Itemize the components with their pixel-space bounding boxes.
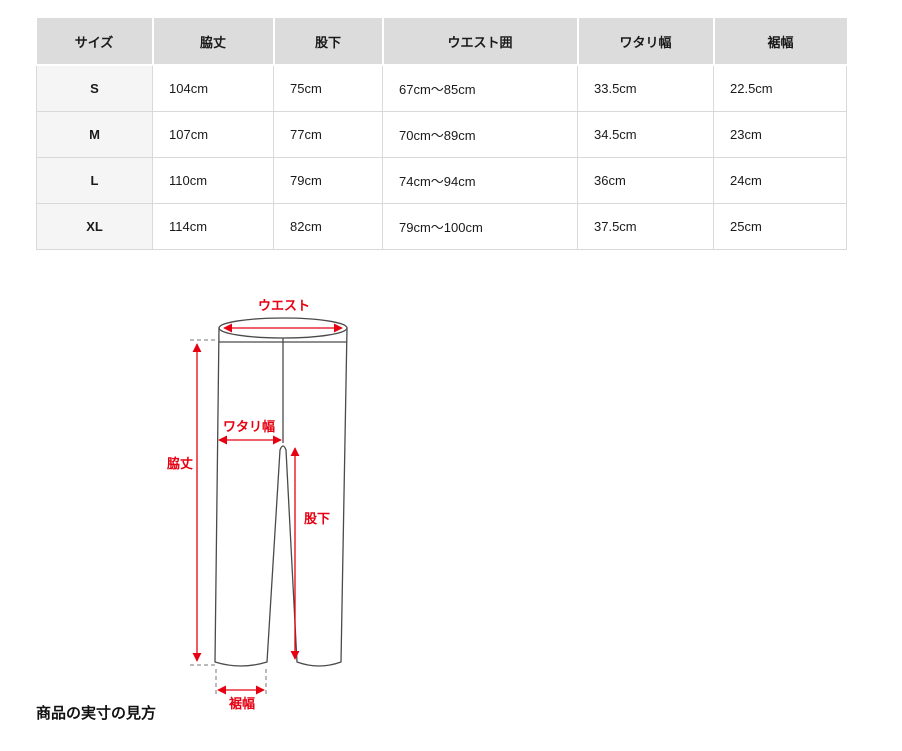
value-cell: 107cm [152,110,274,158]
thigh-width-annotation: ワタリ幅 [218,419,282,445]
header-inseam: 股下 [272,18,383,66]
value-cell: 79cm〜100cm [382,202,578,250]
value-cell: 25cm [713,202,847,250]
value-cell: 37.5cm [577,202,714,250]
inseam-annotation: 股下 [290,447,330,660]
pants-body [214,327,348,667]
table-row-l: L 110cm 79cm 74cm〜94cm 36cm 24cm [36,156,847,204]
value-cell: 33.5cm [577,64,714,112]
size-table: サイズ 脇丈 股下 ウエスト囲 ワタリ幅 裾幅 S 104cm 75cm 67c… [36,18,847,250]
value-cell: 74cm〜94cm [382,156,578,204]
value-cell: 104cm [152,64,274,112]
header-size: サイズ [36,18,153,66]
hem-width-label: 裾幅 [229,696,255,711]
size-label: S [36,64,153,112]
pants-outline [214,317,348,667]
value-cell: 67cm〜85cm [382,64,578,112]
header-waist: ウエスト囲 [381,18,578,66]
waist-annotation: ウエスト [223,298,343,333]
inseam-label: 股下 [304,511,330,526]
size-label: XL [36,202,153,250]
value-cell: 75cm [273,64,383,112]
table-row-xl: XL 114cm 82cm 79cm〜100cm 37.5cm 25cm [36,202,847,250]
header-side-length: 脇丈 [151,18,274,66]
value-cell: 70cm〜89cm [382,110,578,158]
value-cell: 79cm [273,156,383,204]
value-cell: 24cm [713,156,847,204]
value-cell: 114cm [152,202,274,250]
value-cell: 34.5cm [577,110,714,158]
size-label: M [36,110,153,158]
value-cell: 22.5cm [713,64,847,112]
header-thigh-width: ワタリ幅 [576,18,714,66]
header-row: サイズ 脇丈 股下 ウエスト囲 ワタリ幅 裾幅 [36,18,847,66]
thigh-width-label: ワタリ幅 [223,419,275,434]
size-label: L [36,156,153,204]
value-cell: 110cm [152,156,274,204]
value-cell: 77cm [273,110,383,158]
value-cell: 82cm [273,202,383,250]
table-row-s: S 104cm 75cm 67cm〜85cm 33.5cm 22.5cm [36,64,847,112]
side-length-label: 脇丈 [167,456,193,471]
table-row-m: M 107cm 77cm 70cm〜89cm 34.5cm 23cm [36,110,847,158]
value-cell: 23cm [713,110,847,158]
diagram-caption: 商品の実寸の見方 [36,705,157,722]
pants-measurement-diagram: ウエスト 脇丈 ワタリ幅 股下 裾幅 [167,298,348,711]
hem-width-annotation: 裾幅 [215,669,267,711]
header-hem-width: 裾幅 [712,18,847,66]
waist-label: ウエスト [258,298,310,313]
side-length-annotation: 脇丈 [167,339,220,666]
value-cell: 36cm [577,156,714,204]
